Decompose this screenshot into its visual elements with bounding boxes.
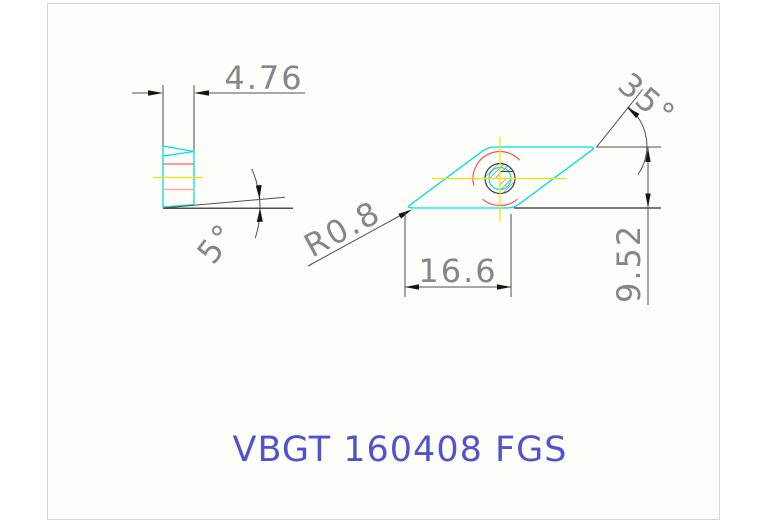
arrow-up-icon [256,208,263,222]
arrow-right-icon [148,90,163,96]
dim-edge-length [404,212,512,297]
arrow-down-icon [645,193,651,208]
top-view-centerlines [432,137,566,222]
dim-clearance-angle-arrows [255,185,263,222]
drawing-title: VBGT 160408 FGS [233,430,568,470]
dim-nose-radius [307,213,405,267]
arrow-right-icon [497,284,511,290]
dim-width [514,146,661,305]
arrow-left-icon [194,90,209,96]
nose-radius-leader [307,213,405,267]
drawing-canvas [47,3,720,520]
dim-thickness-arrows [148,90,209,96]
dim-thickness-value: 4.76 [224,59,303,97]
dim-width-arrows [645,148,651,208]
arrow-down-icon [255,185,262,200]
hole-hatch-upper-right [500,163,514,172]
dim-edge-arrows [405,284,511,290]
dim-thickness-extension-lines [162,85,195,151]
angle-ref-slanted [162,196,286,209]
dim-thickness [132,85,305,151]
dim-clearance-angle [162,168,293,239]
insert-outline [407,146,595,209]
dim-edge-length-value: 16.6 [418,252,497,290]
side-view-outline [162,145,195,208]
arrow-upleft-icon [626,107,640,119]
nose-angle-slant-line [596,88,644,147]
arrow-left-icon [405,284,419,290]
dim-width-value: 9.52 [610,224,648,303]
angle-arc [251,168,261,239]
countersink-arc-top [472,150,521,186]
arrow-up-icon [645,148,651,162]
